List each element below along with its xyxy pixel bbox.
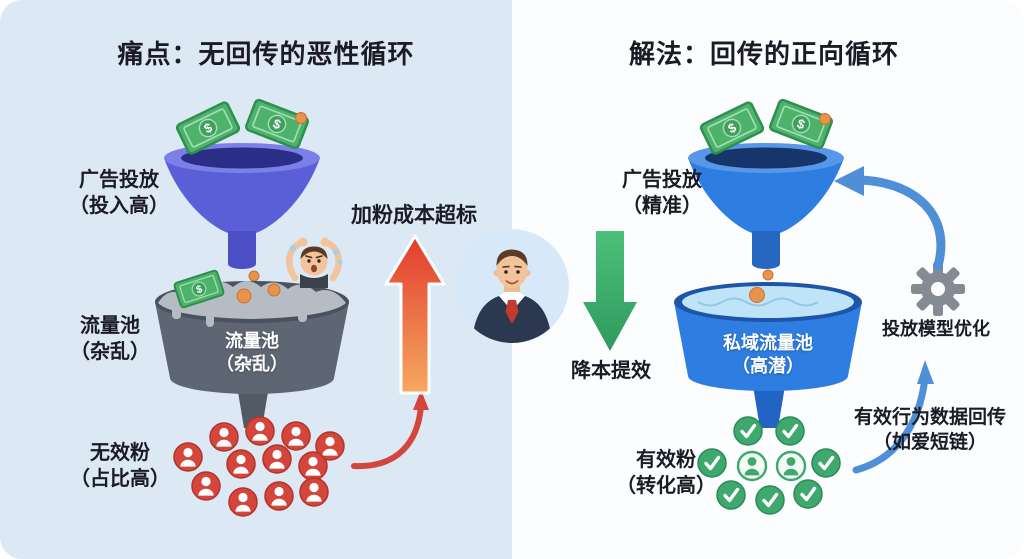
right-ad-label: 广告投放 （精准） xyxy=(622,167,702,219)
left-pool-inner-line1: 流量池 xyxy=(225,331,279,351)
gear-icon xyxy=(911,262,965,316)
left-ad-funnel xyxy=(164,143,320,269)
left-title: 痛点：无回传的恶性循环 xyxy=(117,39,415,69)
right-ad-label-line2: （精准） xyxy=(622,195,702,217)
right-ad-label-line1: 广告投放 xyxy=(622,169,702,191)
invalid-fan-icon xyxy=(228,487,258,517)
left-ad-label-line2: （投入高） xyxy=(69,195,169,217)
model-optimization-arrow xyxy=(834,166,946,271)
invalid-fan-icon xyxy=(298,451,328,481)
invalid-fan-icon xyxy=(262,444,292,474)
efficiency-arrow-label: 降本提效 xyxy=(571,360,651,382)
valid-fan-check-icon xyxy=(774,415,806,447)
private-traffic-pool xyxy=(674,282,862,428)
invalid-fans-label: 无效粉 （占比高） xyxy=(70,440,170,492)
valid-fans-cluster xyxy=(696,415,842,516)
invalid-fan-icon xyxy=(191,471,221,501)
invalid-fan-icon xyxy=(245,416,275,446)
postback-label-line1: 有效行为数据回传 xyxy=(853,407,1007,428)
valid-fan-check-icon xyxy=(754,484,786,516)
left-pool-label-line2: （杂乱） xyxy=(70,341,150,363)
valid-fans-label-line1: 有效粉 xyxy=(636,449,696,471)
data-postback-arrow xyxy=(852,360,934,474)
cost-arrow-label: 加粉成本超标 xyxy=(351,204,477,227)
valid-fan-check-icon xyxy=(810,447,842,479)
right-ad-funnel xyxy=(688,143,844,269)
postback-label: 有效行为数据回传 （如爱短链） xyxy=(854,406,1006,455)
valid-fans-label-line2: （转化高） xyxy=(616,475,716,497)
invalid-fans-cluster xyxy=(173,416,345,517)
postback-label-line2: （如爱短链） xyxy=(872,431,988,453)
invalid-fan-icon xyxy=(264,481,294,511)
gear-label: 投放模型优化 xyxy=(882,319,990,339)
valid-fan-check-icon xyxy=(732,415,764,447)
businessman-avatar xyxy=(455,229,569,343)
invalid-fans-label-line2: （占比高） xyxy=(70,468,170,490)
invalid-fan-icon xyxy=(209,422,239,452)
coin-dot xyxy=(267,283,281,297)
right-title: 解法：回传的正向循环 xyxy=(628,39,900,69)
valid-fans-label: 有效粉 （转化高） xyxy=(616,447,716,499)
invalid-fans-label-line1: 无效粉 xyxy=(90,442,150,464)
coin-dot xyxy=(236,288,252,304)
stressed-person-icon xyxy=(286,237,343,288)
valid-fan-check-icon xyxy=(792,478,824,510)
coin-dot xyxy=(819,113,831,125)
left-ad-label: 广告投放 （投入高） xyxy=(69,167,169,219)
efficiency-down-arrow xyxy=(583,231,637,351)
cost-overrun-arrow xyxy=(351,234,446,470)
falling-coin-dot xyxy=(248,270,260,282)
right-pool-inner-label: 私域流量池 （高潜） xyxy=(723,332,813,379)
right-pool-inner-line2: （高潜） xyxy=(732,356,804,377)
invalid-fan-icon xyxy=(281,421,311,451)
left-pool-inner-label: 流量池 （杂乱） xyxy=(216,330,288,377)
valid-fan-person-icon xyxy=(775,450,807,482)
left-pool-inner-line2: （杂乱） xyxy=(216,354,288,375)
invalid-fan-icon xyxy=(173,442,203,472)
left-pool-label: 流量池 （杂乱） xyxy=(70,313,150,365)
coin-dot xyxy=(295,112,307,124)
money-bill-icon xyxy=(243,97,311,151)
valid-fan-check-icon xyxy=(715,479,747,511)
left-ad-label-line1: 广告投放 xyxy=(79,169,159,191)
falling-coin-dot xyxy=(762,269,774,281)
invalid-fan-icon xyxy=(226,449,256,479)
valid-fan-person-icon xyxy=(736,450,768,482)
left-pool-label-line1: 流量池 xyxy=(80,315,140,337)
invalid-fan-icon xyxy=(299,477,329,507)
right-pool-inner-line1: 私域流量池 xyxy=(723,333,813,353)
